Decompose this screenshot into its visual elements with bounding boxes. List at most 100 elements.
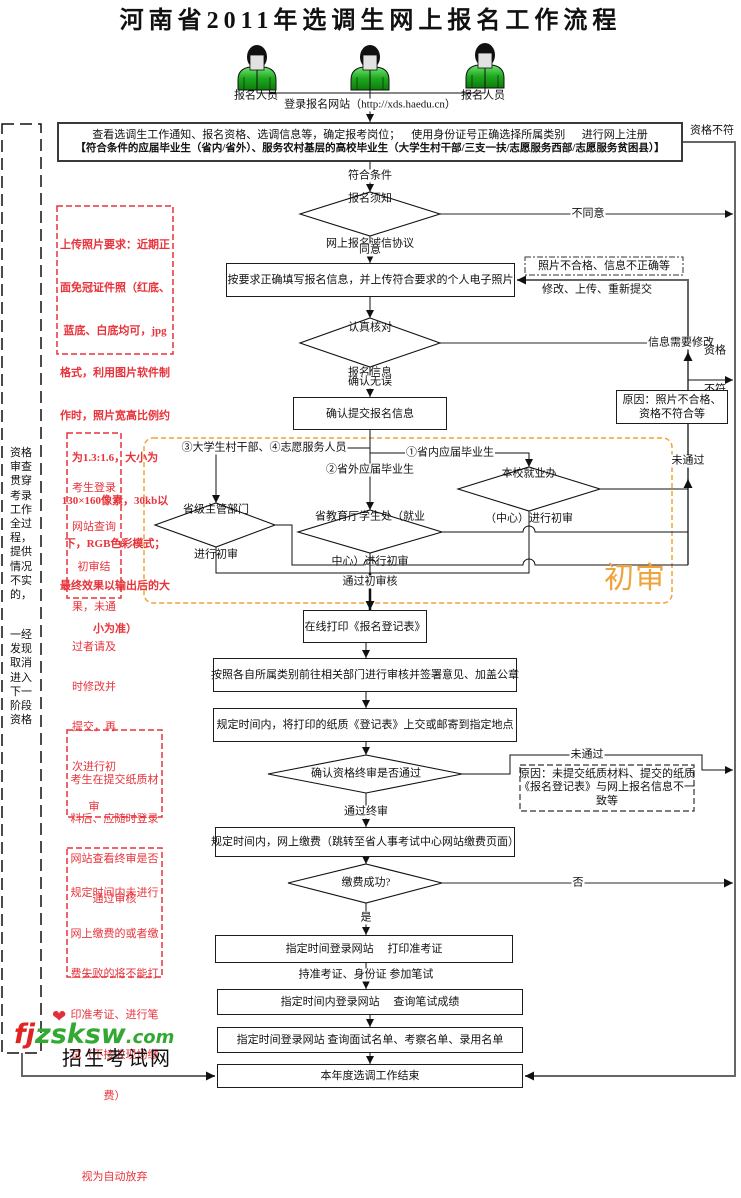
- prelim-passed-label: 通过初审核: [341, 575, 399, 589]
- audit-rule-line: 阶段: [10, 700, 32, 713]
- payment-warning-conclusion: 视为自动放弃: [81, 1170, 148, 1183]
- final-passed-label: 通过终审: [343, 805, 389, 819]
- prelim-query-note: 考生登录 网站查询 初审结 果，未通 过者请及 时修改并 提交，再 次进行初 审: [67, 433, 121, 813]
- payment-warning-frame: [66, 847, 163, 978]
- edu-dept-text: 省教育厅学生处（就业 中心）进行初审: [315, 480, 425, 585]
- school-office-diamond: [456, 466, 602, 512]
- exit-line-right: [525, 141, 736, 1081]
- note-spacer: [67, 1130, 162, 1144]
- note-line: 费失败的将不能打: [70, 968, 159, 980]
- pay-online-box: 规定时间内，网上缴费（跳转至省人事考试中心网站缴费页面）: [211, 827, 519, 857]
- reason-prelim-line2: 资格不符合等: [639, 408, 705, 420]
- query-lists-box: 指定时间登录网站 查询面试名单、考察名单、录用名单: [217, 1027, 523, 1053]
- note-line: 费）: [103, 1089, 126, 1102]
- page-title: 河南省2011年选调生网上报名工作流程: [119, 8, 622, 34]
- reason-final-line2: 《报名登记表》与网上报名信息不一: [519, 781, 695, 794]
- note-line: 料后、应随时登录: [70, 813, 159, 826]
- note-line: 试（不接收现场缴: [70, 1049, 159, 1061]
- audit-rule-line: 工作: [10, 503, 32, 516]
- reason-final-line3: 致等: [596, 794, 618, 807]
- revise-resubmit-label: 修改、上传、重新提交: [542, 283, 652, 296]
- note-line: 考生在提交纸质材: [70, 773, 159, 786]
- qualification-mismatch-mid-line1: 资格: [704, 344, 726, 357]
- exit-line-left: [21, 1053, 215, 1081]
- prelim-query-frame: [66, 432, 122, 599]
- final-decision-text: 确认资格终审是否通过: [311, 767, 421, 780]
- category-in-province-label: ①省内应届毕业生: [405, 446, 495, 460]
- flowchart-canvas: .ln{fill:none;stroke:#111;stroke-width:1…: [1, 43, 736, 1081]
- prelim-group-frame: [143, 437, 673, 604]
- end-box: 本年度选调工作结束: [217, 1064, 523, 1088]
- print-form-box: 在线打印《报名登记表》: [303, 610, 427, 643]
- heart-icon: ❤: [52, 1007, 67, 1026]
- edu-dept-line2: 中心）进行初审: [331, 555, 409, 568]
- edu-dept-line1: 省教育厅学生处（就业: [315, 510, 425, 523]
- audit-rule-line: 一经: [10, 629, 32, 641]
- final-decision-diamond: [267, 754, 463, 794]
- revise-loop-connector: [517, 275, 689, 352]
- audit-rule-line: 发现: [10, 643, 32, 656]
- reason-prelim-line1: 原因：照片不合格、: [622, 394, 722, 406]
- note-line: 面免冠证件照（红底、: [60, 282, 170, 295]
- category-out-province-label: ②省外应届毕业生: [325, 463, 415, 477]
- audit-rule-frame: [1, 123, 42, 1054]
- final-query-note: 考生在提交纸质材 料后、应随时登录 网站查看终审是否 通过审核: [67, 730, 162, 906]
- register-step-line1: 查看选调生工作通知、报名资格、选调信息等，确定报考岗位； 使用身份证号正确选择所…: [92, 129, 648, 141]
- note-line: 网站查看终审是否: [70, 853, 159, 866]
- note-line: 蓝底、白底均可，jpg: [63, 324, 167, 337]
- applicant-left-label: 报名人员: [234, 89, 278, 102]
- note-line: 初审结: [77, 561, 111, 574]
- reason-final-line1: 原因：未提交纸质材料、提交的纸质: [519, 767, 695, 780]
- note-line: 过者请及: [72, 641, 116, 654]
- payment-warning-note: 规定时间内未进行 网上缴费的或者缴 费失败的将不能打 印准考证、进行笔 试（不接…: [67, 848, 162, 1183]
- note-line: 作时，照片宽高比例约: [60, 409, 170, 422]
- audit-rule-line: 审查: [10, 461, 32, 474]
- note-line: 130×160像素，30kb以: [61, 495, 169, 508]
- audit-rule-line: 取消: [10, 657, 32, 670]
- confirmed-correct-label: 确认无误: [347, 375, 393, 389]
- audit-rule-line: 资格: [10, 714, 32, 727]
- note-line: 次进行初: [72, 760, 116, 773]
- audit-rule-line: 下一: [10, 685, 32, 698]
- school-office-line2: （中心）进行初审: [485, 512, 573, 525]
- audit-rule-line: 的，: [10, 589, 32, 602]
- audit-rule-text-part2: 一经 发现 取消 进入 下一 阶段 资格: [6, 628, 36, 727]
- reason-prelim-box: 原因：照片不合格、 资格不符合等: [616, 390, 728, 424]
- note-line: 上传照片要求：近期正: [60, 239, 170, 252]
- pay-yes-label: 是: [359, 911, 373, 925]
- watermark-brand: fjzsksw.com: [14, 1020, 174, 1053]
- watermark-tagline: 招生考试网: [62, 1046, 172, 1070]
- final-query-frame: [66, 729, 163, 818]
- final-fail-connector: [462, 754, 733, 775]
- provincial-dept-text: 省级主管部门 进行初审: [183, 473, 249, 578]
- audit-rule-line: 程，: [10, 532, 32, 545]
- notice-decision-diamond: [298, 191, 442, 237]
- provincial-dept-line2: 进行初审: [194, 548, 238, 561]
- note-line: 审: [88, 800, 100, 813]
- fill-info-box: 按要求正确填写报名信息，并上传符合要求的个人电子照片: [226, 263, 515, 297]
- applicant-right-label: 报名人员: [461, 89, 505, 102]
- audit-rule-text-part1: 资格 审查 贯穿 考录 工作 全过 程， 提供 情况 不实 的，: [6, 446, 36, 602]
- note-line: 果，未通: [72, 601, 116, 614]
- note-line: 提交，再: [72, 720, 116, 733]
- note-line: 小为准）: [93, 622, 137, 635]
- audit-rule-line: 全过: [10, 518, 32, 531]
- agree-label: 同意: [358, 243, 382, 257]
- school-office-line1: 本校就业办: [501, 467, 557, 480]
- final-not-passed-label: 未通过: [569, 748, 605, 762]
- photo-issue-frame: [524, 256, 684, 276]
- note-line: 格式，利用图片软件制: [60, 367, 170, 380]
- print-ticket-box: 指定时间登录网站 打印准考证: [215, 935, 513, 963]
- school-office-text: 本校就业办 （中心）进行初审: [485, 437, 573, 542]
- prelim-group-label: 初审: [604, 562, 666, 595]
- person-icon: [465, 43, 505, 93]
- note-line: 网站查询: [72, 521, 116, 534]
- photo-requirements-note: 上传照片要求：近期正 面免冠证件照（红底、 蓝底、白底均可，jpg 格式，利用图…: [57, 206, 173, 634]
- verify-decision-line1: 认真核对: [348, 321, 392, 334]
- note-line: 时修改并: [72, 681, 116, 694]
- notice-decision-line1: 报名须知: [348, 192, 392, 205]
- qualification-mismatch-top-label: 资格不符: [690, 124, 734, 137]
- brand-green-part: zsksw: [35, 1019, 126, 1050]
- photo-requirements-frame: [56, 205, 174, 355]
- edu-dept-diamond: [296, 509, 444, 554]
